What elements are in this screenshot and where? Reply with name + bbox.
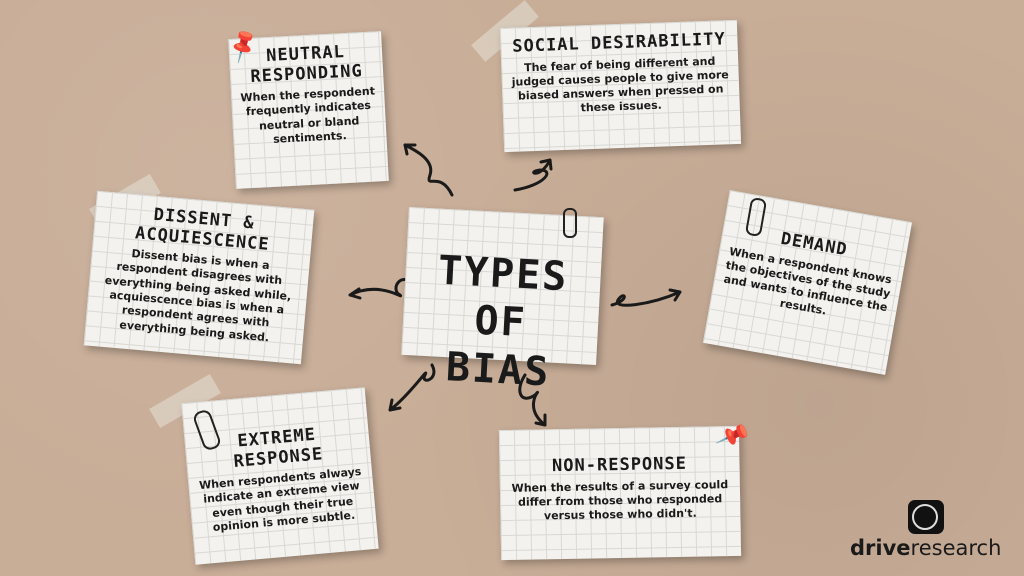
logo-bold: drive (850, 536, 911, 560)
note-title: NON-RESPONSE (551, 453, 688, 477)
arrow-social (513, 158, 553, 192)
arrow-extreme (388, 363, 436, 412)
arrow-demand (610, 288, 682, 307)
drive-research-logo: driveresearch (850, 500, 1001, 560)
note-social-desirability: SOCIAL DESIRABILITY The fear of being di… (499, 19, 742, 153)
note-demand: DEMAND When a respondent knows the objec… (702, 190, 913, 375)
note-non-response: NON-RESPONSE When the results of a surve… (498, 425, 742, 561)
logo-regular: research (910, 536, 1002, 560)
note-text: The fear of being different and judged c… (511, 54, 729, 115)
note-dissent-acquiescence: DISSENT & ACQUIESCENCE Dissent bias is w… (83, 190, 315, 365)
note-text: Dissent bias is when a respondent disagr… (104, 247, 292, 344)
arrow-dissent (348, 278, 417, 300)
note-text: When respondents always indicate an extr… (198, 465, 362, 535)
main-title: TYPES OF BIAS (436, 247, 570, 396)
note-text: When the respondent frequently indicates… (240, 84, 376, 146)
steering-wheel-icon (907, 500, 944, 534)
note-text: When the results of a survey could diffe… (511, 477, 729, 523)
paperclip-icon (563, 208, 577, 238)
arrow-neutral (403, 143, 454, 197)
arrow-nonresponse (518, 373, 547, 427)
note-title: SOCIAL DESIRABILITY (511, 29, 727, 57)
